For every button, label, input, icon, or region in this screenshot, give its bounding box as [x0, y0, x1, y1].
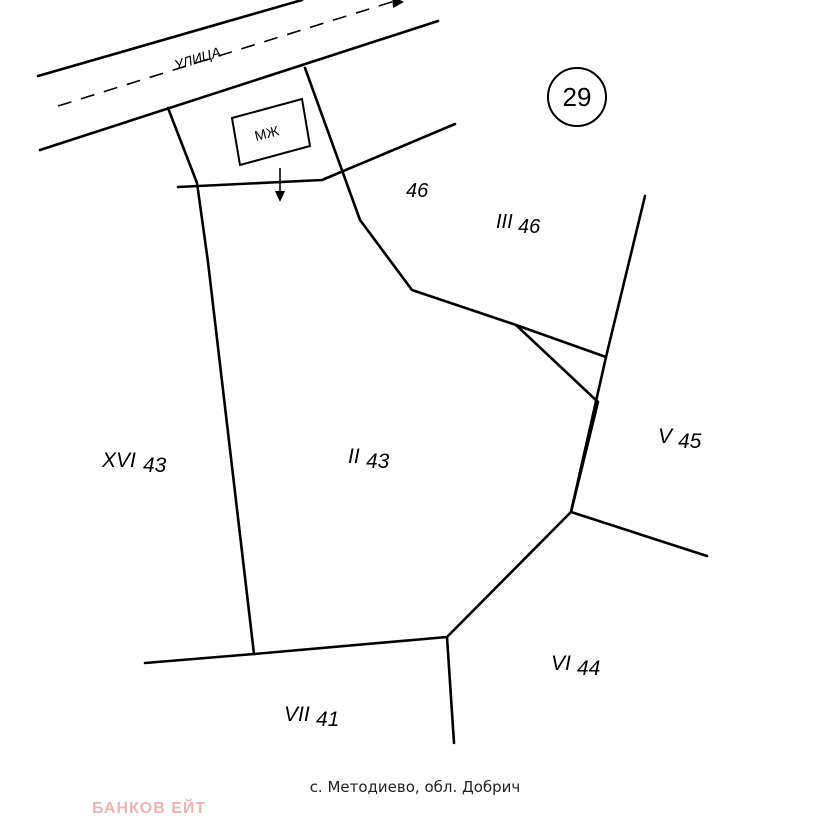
label-parcel-iii-number: 46: [518, 216, 541, 238]
boundary-v-vi: [569, 510, 709, 558]
label-parcel-v-number: 45: [678, 430, 702, 453]
block-number-circle: [547, 67, 607, 127]
boundary-west: [166, 106, 256, 656]
boundary-vii-vi: [445, 635, 456, 745]
label-parcel-iii-roman: III: [496, 211, 513, 233]
label-parcel-vi-number: 44: [577, 657, 600, 680]
boundary-wedge-top: [514, 323, 608, 359]
label-parcel-xvi-roman: XVI: [101, 449, 136, 472]
label-parcel-vii-roman: VII: [284, 703, 310, 726]
watermark: БАНКОВ ЕЙТ: [92, 800, 207, 817]
street-direction-arrow-icon: [392, 0, 404, 8]
street-label: УЛИЦА: [171, 44, 222, 74]
label-parcel-ii-roman: II: [348, 445, 360, 468]
label-46: 46: [406, 180, 429, 202]
boundary-xvi-vii: [143, 652, 256, 665]
street-edge-bottom: [38, 19, 440, 152]
boundary-internal-north: [176, 122, 457, 189]
building-label: МЖ: [253, 122, 281, 143]
parcel-labels: 46 III 46 II 43 XVI 43 V 45 VI 44 VII 41: [101, 180, 702, 731]
boundary-iii-v: [569, 194, 647, 514]
label-parcel-xvi-number: 43: [143, 454, 167, 477]
label-parcel-v-roman: V: [658, 425, 674, 448]
label-parcel-ii-number: 43: [366, 450, 390, 473]
block-number: 29: [563, 82, 592, 112]
entrance-arrow-icon: [275, 168, 285, 202]
map-caption: с. Методиево, обл. Добрич: [309, 778, 521, 796]
label-parcel-vii-number: 41: [316, 708, 339, 731]
parcel-boundaries: [143, 66, 709, 745]
label-parcel-vi-roman: VI: [551, 652, 571, 675]
street-edge-top: [36, 0, 304, 78]
street-centerline: [57, 0, 399, 107]
boundary-east-south: [252, 66, 600, 656]
block-number-marker: 29: [547, 67, 607, 127]
building-outline: [230, 97, 312, 167]
building: МЖ: [230, 97, 312, 167]
